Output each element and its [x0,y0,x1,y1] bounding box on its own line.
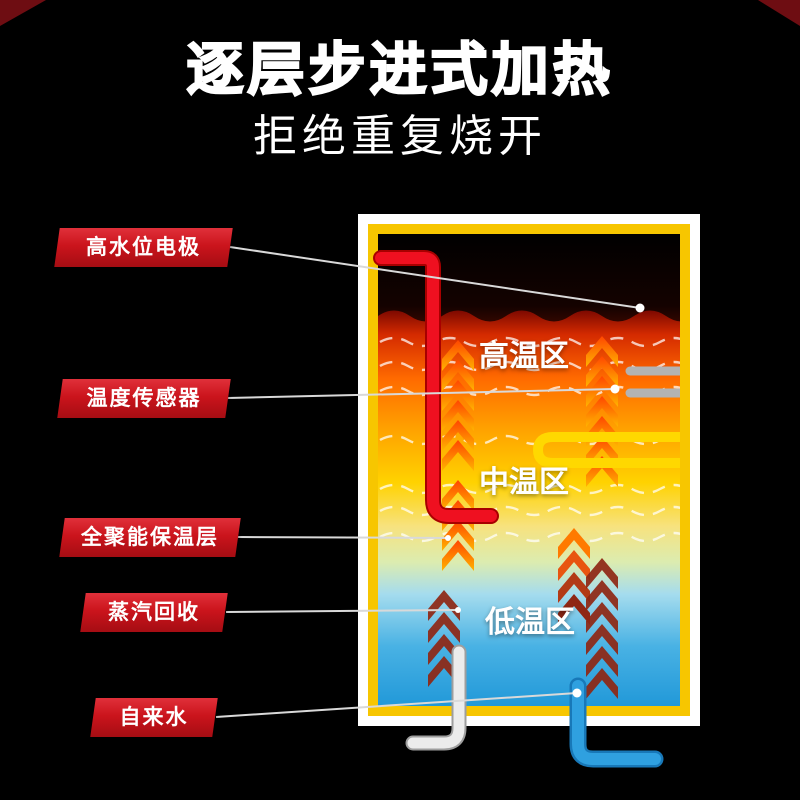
callout-label: 自来水 [119,706,189,729]
connector-dot-sensor [610,384,620,394]
callout-label: 高水位电极 [86,236,201,259]
connector-lines [215,246,641,718]
connector-dot-tapwater [572,688,582,698]
callout-steam-recovery: 蒸汽回收 [80,593,228,632]
zone-high-label: 高温区 [479,340,569,373]
connector-dot-electrode [635,303,645,313]
gray-pipes [625,366,680,398]
callout-insulation-layer: 全聚能保温层 [59,518,241,557]
white-pipe [405,644,467,751]
connector-dot-steam [455,607,461,613]
connector-line-electrode [229,246,641,309]
zone-low-label: 低温区 [484,606,575,639]
callout-label: 蒸汽回收 [108,601,200,624]
red-pipe [373,250,499,524]
page-title: 逐层步进式加热 [185,37,614,103]
callout-temperature-sensor: 温度传感器 [57,379,231,418]
connector-line-steam [225,609,459,613]
zone-mid-label: 中温区 [479,466,569,499]
connector-line-tapwater [215,692,578,718]
connector-dot-insulation [445,535,451,541]
connector-line-sensor [227,388,616,399]
yellow-pipe [532,432,680,468]
page-subtitle: 拒绝重复烧开 [253,112,547,161]
callout-label: 全聚能保温层 [81,526,219,549]
connector-line-insulation [237,536,449,539]
connector-dots [445,303,645,698]
callout-label: 温度传感器 [86,387,202,410]
blue-pipe [569,677,664,768]
callout-tap-water: 自来水 [90,698,218,737]
callout-high-water-electrode: 高水位电极 [54,228,233,267]
